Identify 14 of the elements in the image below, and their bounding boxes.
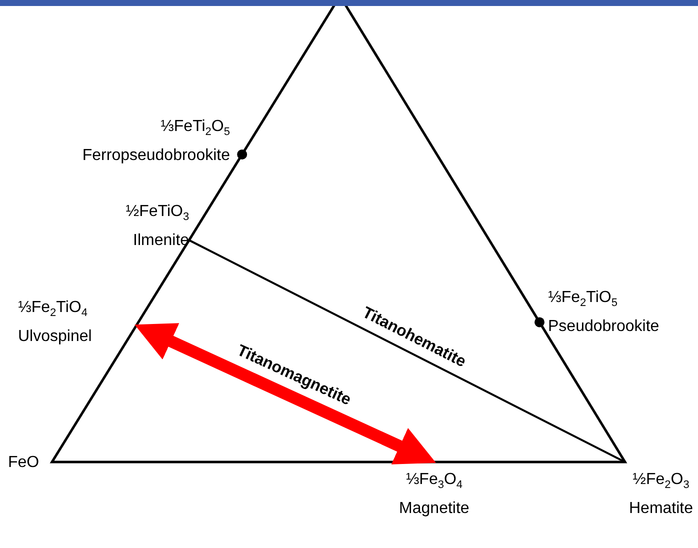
mineral-name: Ulvospinel: [18, 327, 92, 348]
formula-text: ⅓Fe$_{3}$O$_{4}$: [406, 470, 463, 494]
formula-text: ⅓Fe$_{2}$TiO$_{5}$: [548, 288, 618, 312]
mineral-name: Magnetite: [399, 499, 470, 520]
formula-text: ⅓FeTi$_{2}$O$_{5}$: [160, 117, 230, 140]
mineral-name: Ilmenite: [133, 231, 190, 252]
formula-text: ⅓Fe$_{2}$TiO$_{4}$: [18, 298, 88, 322]
double-arrow: [134, 323, 436, 464]
mineral-name: Hematite: [628, 499, 694, 520]
mineral-name: Pseudobrookite: [548, 317, 660, 338]
formula-text: ½FeTiO$_{3}$: [126, 202, 190, 226]
vertex-label: FeO: [8, 452, 52, 474]
formula-text: ½Fe$_{2}$O$_{3}$: [632, 470, 690, 494]
mineral-name: Ferropseudobrookite: [82, 146, 230, 166]
